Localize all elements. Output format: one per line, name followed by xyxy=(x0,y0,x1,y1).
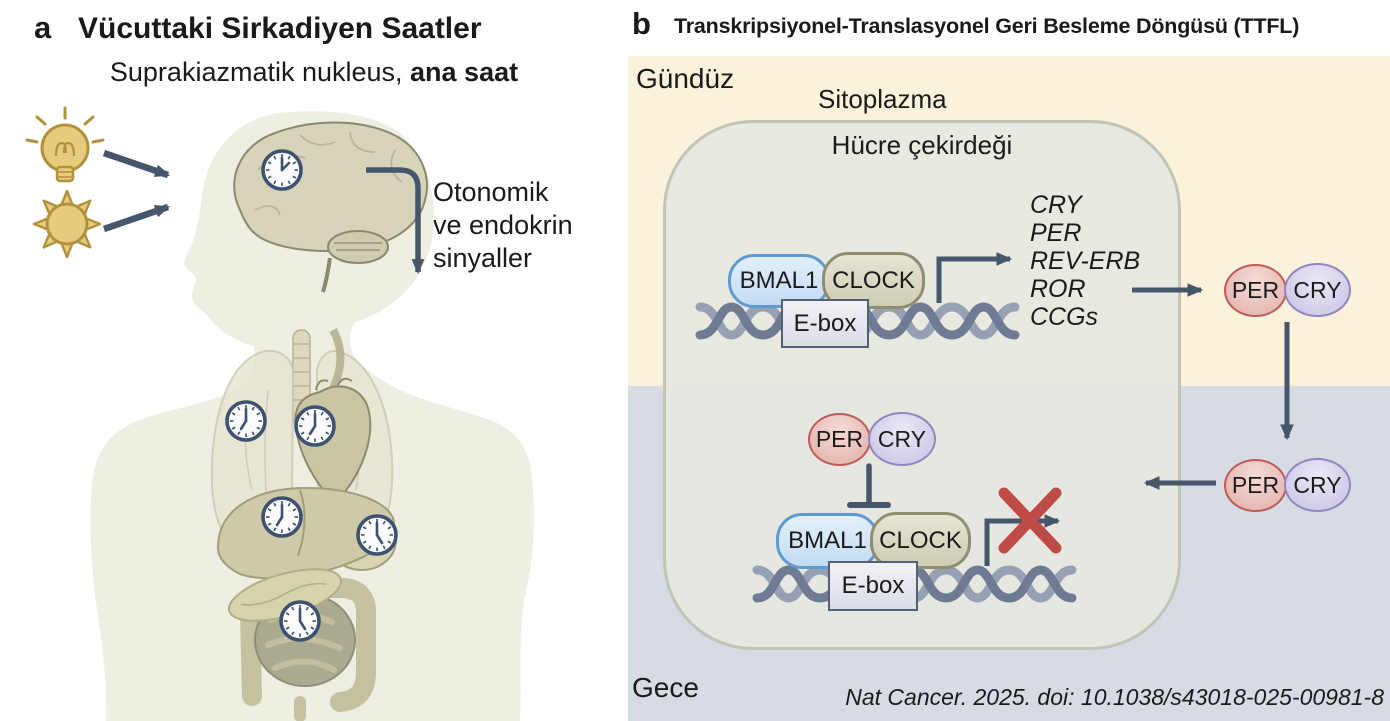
light-input-arrow xyxy=(102,149,171,179)
inhibition-tbar xyxy=(847,463,891,508)
clock-icon xyxy=(356,514,398,556)
per-ellipse: PER xyxy=(1224,459,1287,512)
gene-list: CRY PER REV-ERB ROR CCGs xyxy=(1030,191,1140,331)
subtitle-bold: ana saat xyxy=(410,57,519,87)
ttfl-diagram-overlay xyxy=(628,252,1294,721)
clock-pill-day: CLOCK xyxy=(822,252,925,309)
gene-item: CRY xyxy=(1030,191,1082,219)
panel-b-label: b xyxy=(632,6,651,41)
panel-a-label: a xyxy=(34,10,52,45)
signal-line: Otonomik xyxy=(433,177,549,207)
bmal1-pill-night: BMAL1 xyxy=(776,513,879,569)
transcription-arrow-day xyxy=(936,252,1013,303)
gene-item: REV-ERB xyxy=(1030,247,1141,275)
gene-item: CCGs xyxy=(1030,303,1099,331)
night-label: Gece xyxy=(632,672,699,703)
clock-pill-night: CLOCK xyxy=(870,512,971,569)
panel-b-title: Transkripsiyonel-Translasyonel Geri Besl… xyxy=(674,14,1300,38)
subtitle-normal: Suprakiazmatik nukleus, xyxy=(109,57,411,87)
red-x-icon xyxy=(998,487,1062,554)
day-label: Gündüz xyxy=(636,63,735,94)
clock-icon xyxy=(261,496,303,538)
sun-icon xyxy=(32,189,102,259)
cytoplasm-label: Sitoplazma xyxy=(818,84,947,114)
gene-item: ROR xyxy=(1030,275,1086,303)
citation: Nat Cancer. 2025. doi: 10.1038/s43018-02… xyxy=(845,684,1384,710)
per-ellipse: PER xyxy=(1224,264,1287,317)
cry-ellipse: CRY xyxy=(1284,263,1351,317)
panel-a-subtitle: Suprakiazmatik nukleus, ana saat xyxy=(0,57,628,88)
signal-arrow xyxy=(366,167,425,275)
gene-item: PER xyxy=(1030,219,1082,247)
per-ellipse: PER xyxy=(808,413,871,466)
clock-icon xyxy=(225,400,267,442)
clock-icon xyxy=(279,600,321,642)
ebox-day: E-box xyxy=(781,299,869,348)
clock-icon xyxy=(261,149,303,191)
ebox-night: E-box xyxy=(828,561,918,611)
cry-ellipse: CRY xyxy=(1284,458,1351,512)
nucleus-label: Hücre çekirdeği xyxy=(831,130,1013,160)
lightbulb-icon xyxy=(25,106,105,183)
brain-illustration xyxy=(233,121,428,293)
signal-line: ve endokrin xyxy=(433,210,573,240)
clock-icon xyxy=(294,405,336,447)
panel-a-illustration xyxy=(25,106,534,721)
cry-ellipse: CRY xyxy=(868,412,936,466)
panel-a-title: Vücuttaki Sirkadiyen Saatler xyxy=(78,12,482,45)
sun-input-arrow xyxy=(102,203,171,233)
signal-text: Otonomik ve endokrin sinyaller xyxy=(433,176,573,275)
signal-line: sinyaller xyxy=(433,243,533,273)
